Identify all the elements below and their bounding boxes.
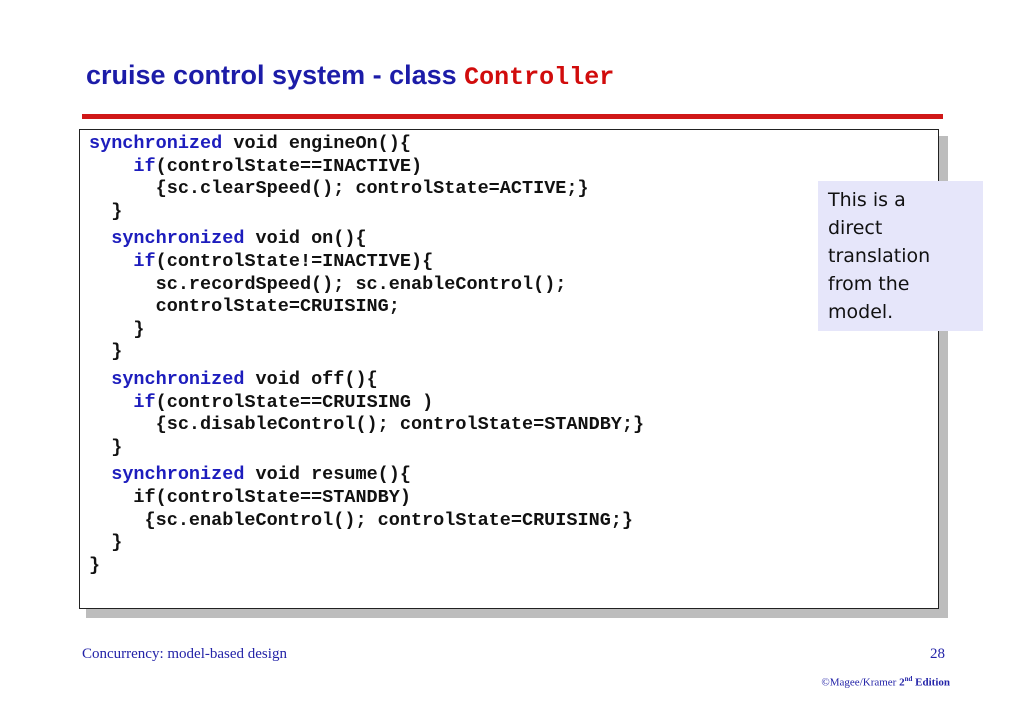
code-line: void off(){ <box>244 368 378 390</box>
slide-title-class-name: Controller <box>464 63 615 92</box>
code-keyword: synchronized <box>111 464 245 486</box>
code-listing-box: synchronized void engineOn(){ if(control… <box>79 129 939 609</box>
annotation-line: This is a direct translation from the mo… <box>828 189 931 323</box>
code-line: } <box>133 318 145 340</box>
code-line: (controlState!=INACTIVE){ <box>155 250 434 272</box>
footer-copyright: ©Magee/Kramer 2nd Edition <box>821 675 950 689</box>
code-line: void on(){ <box>244 228 367 250</box>
code-line: {sc.enableControl(); controlState=CRUISI… <box>144 509 633 531</box>
code-line: } <box>111 341 123 363</box>
slide-title: cruise control system - class Controller <box>86 60 615 92</box>
code-listing: synchronized void engineOn(){ if(control… <box>89 133 644 577</box>
code-line: void resume(){ <box>244 464 411 486</box>
code-line: {sc.clearSpeed(); controlState=ACTIVE;} <box>155 178 589 200</box>
code-line: controlState=CRUISING; <box>155 296 400 318</box>
code-line: {sc.disableControl(); controlState=STAND… <box>155 414 645 436</box>
code-keyword: if <box>133 250 156 272</box>
page-number: 28 <box>930 646 945 662</box>
edition-number: 2 <box>899 676 905 689</box>
code-keyword: synchronized <box>111 228 245 250</box>
footer-course-title: Concurrency: model-based design <box>82 646 287 662</box>
code-keyword: synchronized <box>89 133 223 154</box>
code-line: } <box>111 436 123 458</box>
annotation-callout: This is a direct translation from the mo… <box>818 181 983 331</box>
edition-suffix: nd <box>904 675 913 683</box>
title-underline <box>82 114 943 119</box>
code-line: } <box>111 200 123 222</box>
annotation-text: This is a direct translation from the mo… <box>828 186 973 326</box>
code-line: if(controlState==STANDBY) <box>133 486 411 508</box>
edition-word: Edition <box>912 676 950 689</box>
code-line: sc.recordSpeed(); sc.enableControl(); <box>155 273 567 295</box>
copyright-text: ©Magee/Kramer <box>821 676 900 689</box>
code-line: (controlState==CRUISING ) <box>155 391 434 413</box>
code-keyword: if <box>133 155 156 177</box>
code-keyword: if <box>133 391 156 413</box>
code-line: } <box>111 532 123 554</box>
slide-title-text: cruise control system - class <box>86 60 465 90</box>
code-line: (controlState==INACTIVE) <box>155 155 423 177</box>
code-line: void engineOn(){ <box>222 133 411 154</box>
code-line: } <box>89 554 101 576</box>
code-keyword: synchronized <box>111 368 245 390</box>
